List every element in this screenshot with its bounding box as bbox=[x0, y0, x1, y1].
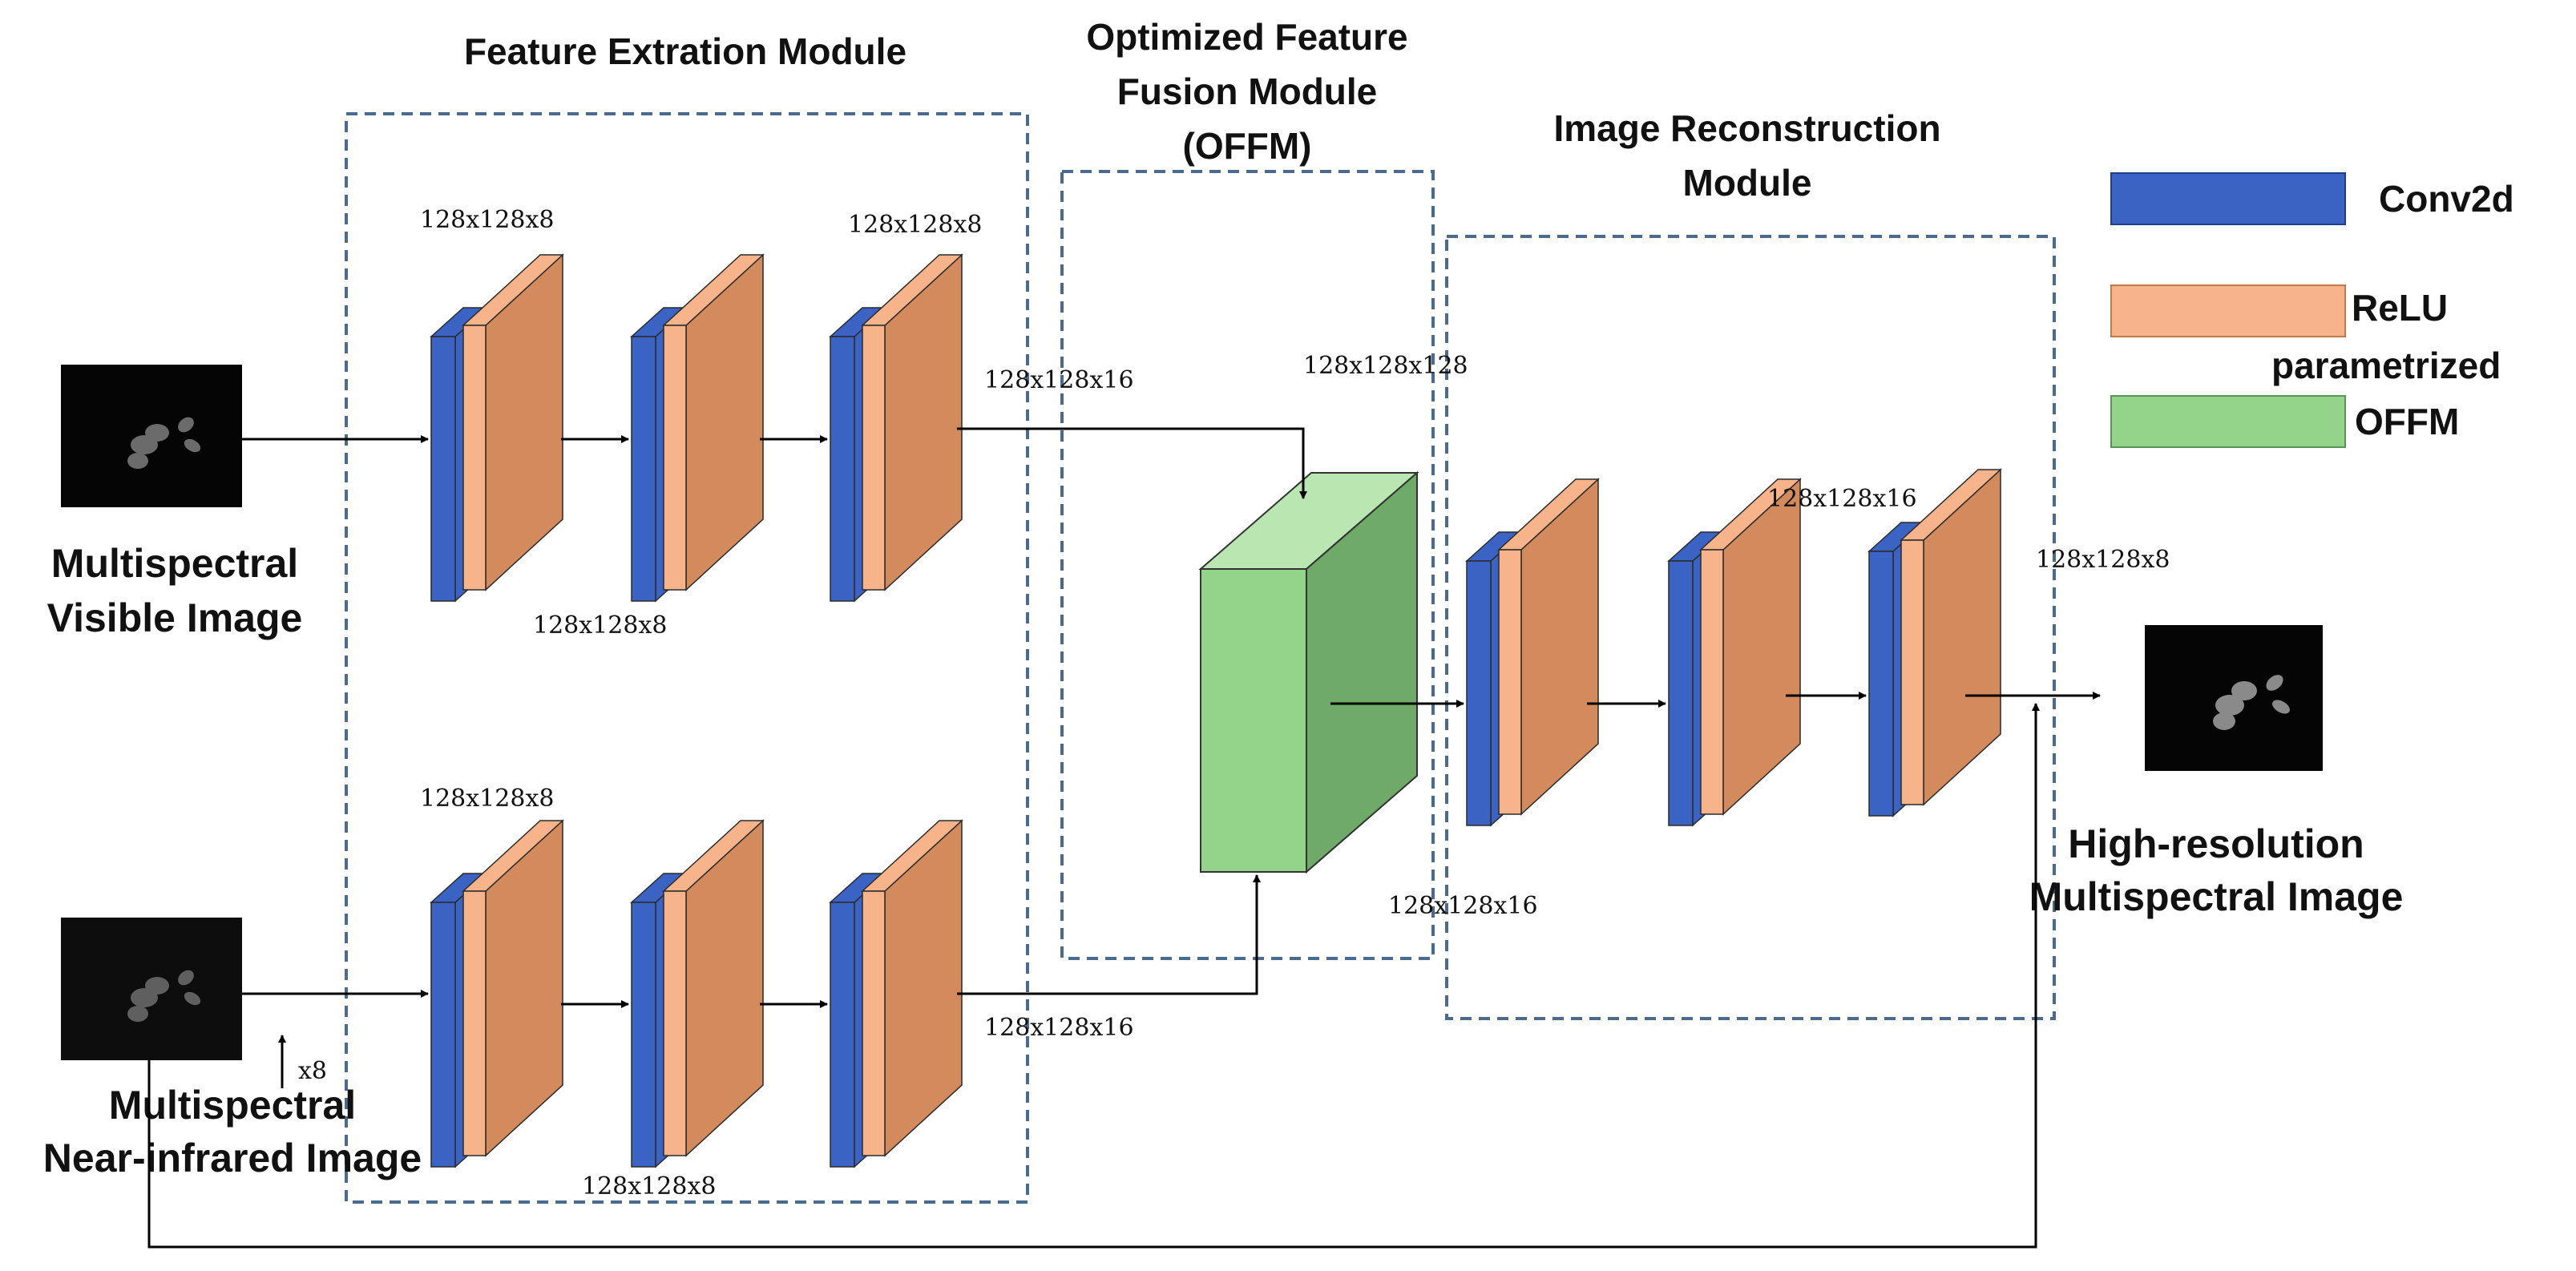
dim-recon-block2: 128x128x16 bbox=[1767, 485, 1917, 513]
flow-arrows bbox=[147, 427, 2101, 1249]
nir-input-image bbox=[61, 918, 242, 1060]
legend-relu-swatch bbox=[2110, 284, 2346, 337]
output-label-line-1: High-resolution bbox=[2068, 821, 2364, 866]
offm-title-line-2: Fusion Module bbox=[1117, 71, 1378, 112]
conv2d-front-top-1 bbox=[430, 336, 456, 602]
relu-front-top-1 bbox=[462, 325, 487, 591]
reconstruction-title-line-2: Module bbox=[1683, 162, 1812, 204]
dim-recon-block3: 128x128x8 bbox=[2036, 546, 2170, 574]
arrow-skip-connection bbox=[147, 703, 2040, 1249]
output-image bbox=[2145, 625, 2323, 771]
dim-top-block2: 128x128x8 bbox=[533, 611, 667, 640]
offm-title-line-3: (OFFM) bbox=[1183, 125, 1312, 167]
conv2d-front-recon-3 bbox=[1868, 551, 1894, 817]
conv2d-front-recon-2 bbox=[1668, 560, 1694, 826]
conv2d-front-recon-1 bbox=[1466, 560, 1492, 826]
conv2d-front-bottom-1 bbox=[430, 902, 456, 1168]
visible-input-label-line-1: Multispectral bbox=[51, 541, 298, 586]
nir-input-label-line-1: Multispectral bbox=[109, 1083, 356, 1128]
reconstruction-module-box bbox=[1445, 235, 2056, 1020]
visible-input-image bbox=[61, 365, 242, 507]
dim-bottom-block1: 128x128x8 bbox=[420, 785, 554, 813]
offm-fusion-block bbox=[1198, 470, 1419, 874]
upsample-label: x8 bbox=[298, 1057, 327, 1085]
dim-bottom-out: 128x128x16 bbox=[984, 1014, 1134, 1042]
dim-fusion: 128x128x128 bbox=[1303, 352, 1468, 380]
legend: Conv2d ReLU parametrized OFFM bbox=[2110, 172, 2514, 448]
relu-front-top-3 bbox=[862, 325, 886, 591]
arrow-top-to-offm bbox=[957, 427, 1307, 499]
relu-front-bottom-2 bbox=[663, 890, 687, 1156]
legend-conv-label: Conv2d bbox=[2379, 178, 2514, 220]
relu-front-top-2 bbox=[663, 325, 687, 591]
layer-blocks bbox=[430, 253, 2002, 1168]
legend-relu-label-line-1: ReLU bbox=[2352, 287, 2448, 329]
conv2d-front-top-2 bbox=[631, 336, 656, 602]
legend-offm-label: OFFM bbox=[2355, 401, 2459, 442]
feature-extraction-title: Feature Extration Module bbox=[464, 30, 906, 72]
dim-bottom-block2: 128x128x8 bbox=[582, 1172, 716, 1200]
offm-title-line-1: Optimized Feature bbox=[1086, 16, 1407, 58]
visible-input-label-line-2: Visible Image bbox=[47, 595, 303, 640]
relu-front-recon-3 bbox=[1900, 539, 1924, 805]
output-label-line-2: Multispectral Image bbox=[2029, 874, 2404, 919]
conv2d-front-top-3 bbox=[830, 336, 855, 602]
arrow-bottom-to-offm bbox=[957, 874, 1261, 995]
dim-top-block1: 128x128x8 bbox=[420, 206, 554, 234]
nir-input-label-line-2: Near-infrared Image bbox=[43, 1136, 422, 1180]
relu-front-bottom-1 bbox=[462, 890, 487, 1156]
relu-front-recon-1 bbox=[1498, 549, 1522, 815]
conv2d-front-bottom-2 bbox=[631, 902, 656, 1168]
offm-module-box bbox=[1060, 170, 1435, 960]
conv2d-front-bottom-3 bbox=[830, 902, 855, 1168]
reconstruction-title-line-1: Image Reconstruction bbox=[1553, 107, 1940, 149]
legend-conv-swatch bbox=[2110, 172, 2346, 225]
relu-front-recon-2 bbox=[1700, 549, 1724, 815]
dim-top-out: 128x128x16 bbox=[984, 366, 1134, 394]
dim-top-block3: 128x128x8 bbox=[848, 211, 982, 239]
legend-relu-label-line-2: parametrized bbox=[2271, 345, 2501, 386]
relu-front-bottom-3 bbox=[862, 890, 886, 1156]
dim-fusion-out: 128x128x16 bbox=[1388, 892, 1538, 920]
feature-extraction-module-box bbox=[345, 112, 1029, 1204]
legend-offm-swatch bbox=[2110, 395, 2346, 448]
